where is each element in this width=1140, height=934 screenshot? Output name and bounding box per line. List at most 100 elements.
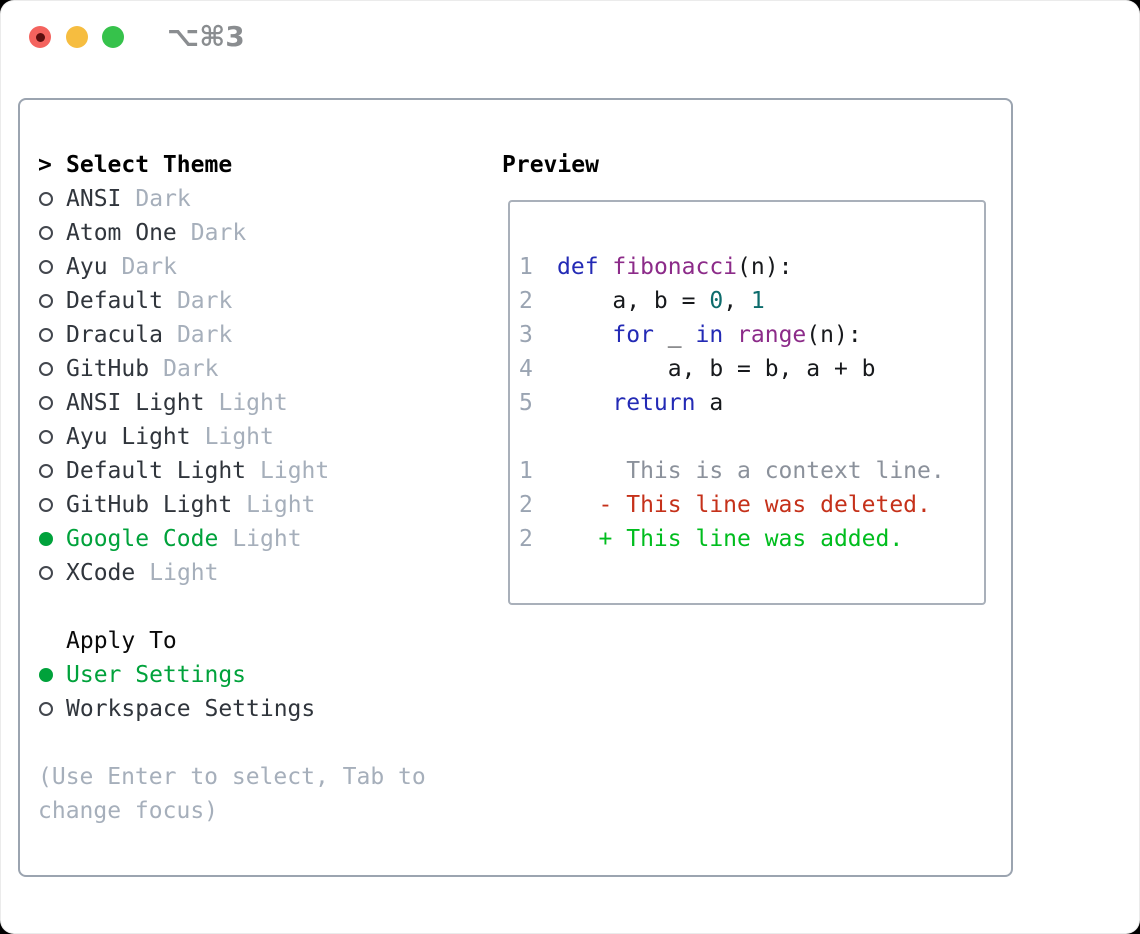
radio-selected-icon	[39, 668, 53, 682]
theme-name: ANSI Light	[66, 390, 205, 416]
radio-cell	[38, 464, 66, 478]
theme-option-google-code[interactable]: Google Code Light	[38, 522, 493, 556]
theme-variant: Dark	[163, 356, 219, 382]
theme-option-xcode[interactable]: XCode Light	[38, 556, 493, 590]
code-line: 3 for _ in range(n):	[519, 318, 984, 352]
theme-variant: Light	[218, 390, 288, 416]
code-token: - This line was deleted.	[557, 492, 931, 518]
code-line: 2 - This line was deleted.	[519, 488, 984, 522]
code-token: fibonacci	[612, 254, 738, 280]
hint-text: (Use Enter to select, Tab to change focu…	[38, 764, 426, 824]
theme-variant: Light	[149, 560, 219, 586]
theme-option-ansi[interactable]: ANSI Dark	[38, 182, 493, 216]
theme-name: Ayu	[66, 254, 108, 280]
code-token	[557, 390, 612, 416]
code-token: for	[612, 322, 654, 348]
code-line: 1 This is a context line.	[519, 454, 984, 488]
apply-option-user-settings[interactable]: User Settings	[38, 658, 493, 692]
radio-cell	[38, 702, 66, 716]
line-number: 2	[519, 492, 533, 518]
code-token: + This line was added.	[557, 526, 904, 552]
selection-cursor-icon: >	[38, 152, 52, 178]
theme-option-ayu[interactable]: Ayu Dark	[38, 250, 493, 284]
theme-variant: Light	[246, 492, 316, 518]
theme-name: ANSI	[66, 186, 122, 212]
close-button[interactable]	[29, 26, 51, 48]
theme-name: Dracula	[66, 322, 163, 348]
theme-option-atom-one[interactable]: Atom One Dark	[38, 216, 493, 250]
window-titlebar: ⌥⌘3	[0, 0, 1140, 74]
line-number: 3	[519, 322, 533, 348]
radio-icon	[39, 498, 53, 512]
apply-to-header: Apply To	[38, 624, 493, 658]
theme-variant: Dark	[121, 254, 177, 280]
theme-name: Default	[66, 288, 163, 314]
code-line: 2 + This line was added.	[519, 522, 984, 556]
apply-to-heading: Apply To	[66, 628, 177, 654]
radio-icon	[39, 396, 53, 410]
code-line	[519, 420, 984, 454]
code-token	[599, 254, 613, 280]
code-token: _	[653, 322, 696, 348]
radio-cell	[38, 362, 66, 376]
line-number: 5	[519, 390, 533, 416]
spacer-row	[38, 590, 493, 624]
theme-name: GitHub Light	[66, 492, 233, 518]
code-line: 1 def fibonacci(n):	[519, 250, 984, 284]
radio-icon	[39, 702, 53, 716]
theme-name: XCode	[66, 560, 136, 586]
radio-icon	[39, 430, 53, 444]
code-token: a	[695, 390, 724, 416]
code-line: 5 return a	[519, 386, 984, 420]
radio-icon	[39, 328, 53, 342]
code-token: in	[695, 322, 724, 348]
radio-cell	[38, 260, 66, 274]
apply-option-label: User Settings	[66, 662, 247, 688]
line-number: 2	[519, 526, 533, 552]
theme-list-heading: Select Theme	[66, 152, 233, 178]
line-number: 4	[519, 356, 533, 382]
radio-cell	[38, 498, 66, 512]
theme-option-default-light[interactable]: Default Light Light	[38, 454, 493, 488]
theme-name: Atom One	[66, 220, 177, 246]
code-token: (n):	[737, 254, 793, 280]
theme-list-header: > Select Theme	[38, 148, 493, 182]
radio-cell	[38, 226, 66, 240]
theme-variant: Dark	[135, 186, 191, 212]
theme-name: Google Code	[66, 526, 219, 552]
radio-icon	[39, 566, 53, 580]
radio-cell	[38, 294, 66, 308]
zoom-button[interactable]	[102, 26, 124, 48]
code-token: This is a context line.	[557, 458, 945, 484]
theme-option-github-light[interactable]: GitHub Light Light	[38, 488, 493, 522]
radio-icon	[39, 226, 53, 240]
theme-name: Default Light	[66, 458, 247, 484]
code-line: 4 a, b = b, a + b	[519, 352, 984, 386]
close-button-dot-icon	[35, 32, 45, 42]
code-token: (n):	[806, 322, 862, 348]
code-token: def	[557, 254, 599, 280]
radio-cell	[38, 668, 66, 682]
line-number: 1	[519, 458, 533, 484]
theme-option-ansi-light[interactable]: ANSI Light Light	[38, 386, 493, 420]
code-token: 0	[709, 288, 724, 314]
radio-icon	[39, 294, 53, 308]
theme-option-github[interactable]: GitHub Dark	[38, 352, 493, 386]
minimize-button[interactable]	[66, 26, 88, 48]
apply-option-workspace-settings[interactable]: Workspace Settings	[38, 692, 493, 726]
line-number: 1	[519, 254, 533, 280]
theme-variant: Dark	[190, 220, 247, 246]
code-token	[723, 322, 737, 348]
code-token: ,	[723, 288, 751, 314]
theme-name: GitHub	[66, 356, 150, 382]
radio-cell	[38, 192, 66, 206]
theme-variant: Light	[260, 458, 330, 484]
apply-option-label: Workspace Settings	[66, 696, 316, 722]
theme-variant: Light	[232, 526, 302, 552]
